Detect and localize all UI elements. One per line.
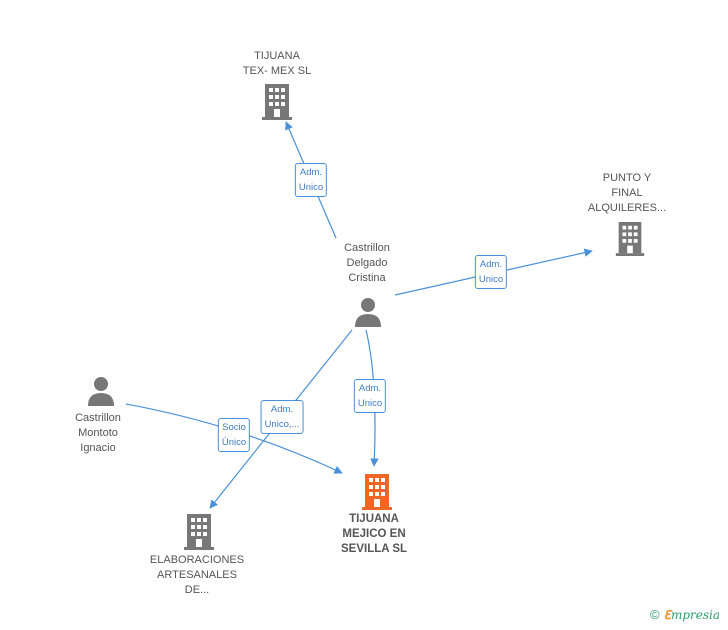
building-icon-focus[interactable] (362, 474, 392, 510)
edge-label-socio-unico[interactable]: Socio Único (217, 418, 251, 452)
edge-label-adm-unico[interactable]: Adm. Unico (474, 255, 508, 289)
edge-label-adm-unico[interactable]: Adm. Unico (353, 379, 387, 413)
copyright-icon: © (649, 607, 660, 622)
node-label-punto-final[interactable]: PUNTO Y FINAL ALQUILERES... (587, 172, 667, 214)
empresia-copyright: ©ℇmpresia (650, 607, 720, 622)
node-label-elaboraciones[interactable]: ELABORACIONES ARTESANALES DE... (149, 554, 245, 596)
node-label-tijuana-mejico[interactable]: TIJUANA MEJICO EN SEVILLA SL (340, 513, 408, 555)
empresia-logo-e: ℇ (663, 608, 671, 622)
edge-label-adm-unico-more[interactable]: Adm. Unico,... (260, 400, 304, 434)
building-icon[interactable] (262, 84, 292, 120)
node-label-castrillon-ignacio[interactable]: Castrillon Montoto Ignacio (75, 412, 121, 454)
building-icon[interactable] (615, 222, 645, 256)
empresia-logo-text: mpresia (670, 608, 720, 622)
building-icon[interactable] (184, 514, 214, 550)
edge-label-adm-unico[interactable]: Adm. Unico (294, 163, 328, 197)
node-label-tijuana-tex[interactable]: TIJUANA TEX- MEX SL (242, 50, 312, 77)
person-icon[interactable] (354, 297, 382, 327)
node-label-castrillon-cristina[interactable]: Castrillon Delgado Cristina (344, 242, 390, 284)
person-icon[interactable] (87, 376, 115, 406)
